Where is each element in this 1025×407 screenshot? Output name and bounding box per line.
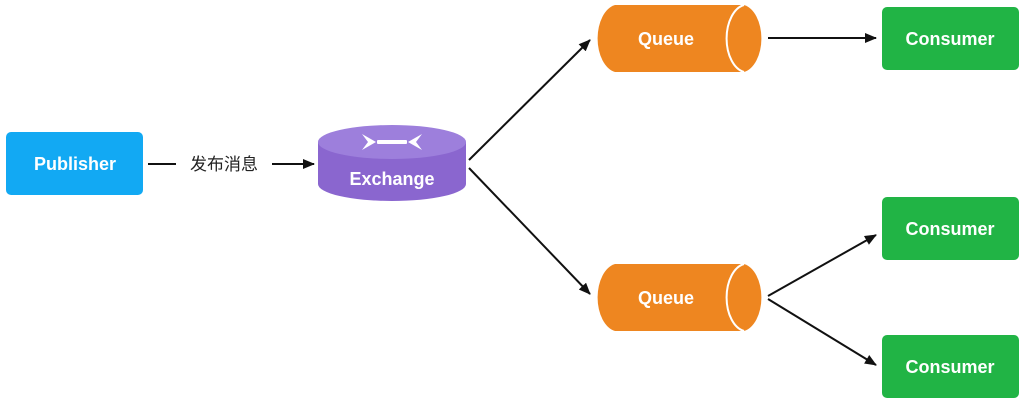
edge-label-publish: 发布消息 (190, 155, 258, 175)
consumer-1-box (882, 7, 1019, 70)
consumer-node-3: Consumer (882, 335, 1019, 398)
queue-1-label: Queue (638, 29, 694, 49)
consumer-node-1: Consumer (882, 7, 1019, 70)
publisher-node: Publisher (6, 132, 143, 195)
edge-queue-2-to-consumer-2 (767, 234, 877, 297)
queue-1-end-cap (725, 4, 745, 73)
consumer-3-box (882, 335, 1019, 398)
consumer-2-label: Consumer (905, 219, 994, 239)
publisher-label: Publisher (34, 154, 116, 174)
consumer-3-label: Consumer (905, 357, 994, 377)
queue-1-body (597, 5, 762, 72)
queue-2-label: Queue (638, 288, 694, 308)
edges (148, 33, 877, 366)
exchange-node: Exchange (318, 125, 466, 201)
queue-2-end-cap (725, 263, 745, 332)
edge-queue-2-to-consumer-3 (767, 298, 877, 366)
edge-exchange-to-queue-1 (468, 39, 591, 161)
consumer-node-2: Consumer (882, 197, 1019, 260)
queue-2-body (597, 264, 762, 331)
queue-node-1: Queue (597, 4, 762, 73)
consumer-2-box (882, 197, 1019, 260)
edge-exchange-to-queue-2 (468, 167, 591, 295)
consumer-1-label: Consumer (905, 29, 994, 49)
queue-node-2: Queue (597, 263, 762, 332)
routing-arrows-icon (362, 134, 422, 150)
exchange-label: Exchange (349, 169, 434, 189)
publisher-box (6, 132, 143, 195)
exchange-body (318, 142, 466, 201)
